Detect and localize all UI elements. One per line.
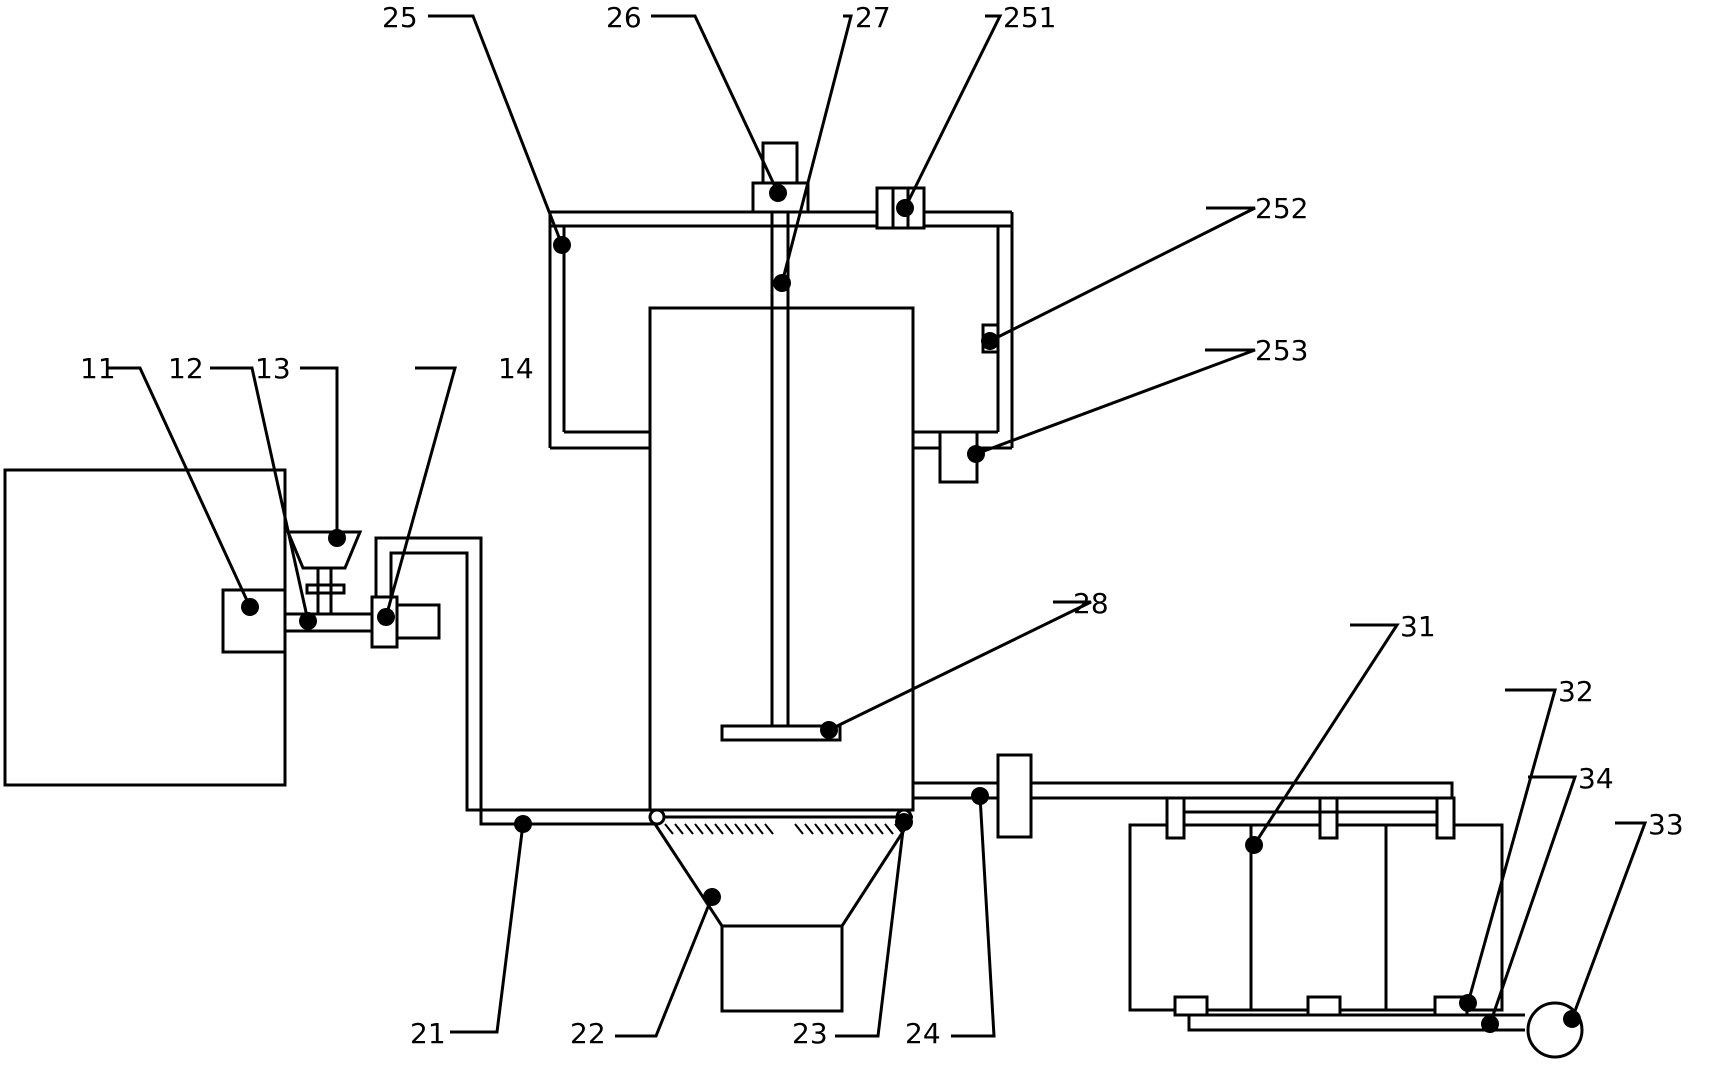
label-251: 251 — [1003, 1, 1056, 34]
port-251 — [875, 186, 926, 230]
tank-array-31 — [1128, 823, 1504, 1012]
component-12-pipe — [285, 612, 372, 633]
leader-lines — [108, 14, 1648, 1038]
label-26: 26 — [606, 1, 642, 34]
label-34: 34 — [1578, 762, 1614, 795]
component-11-box — [221, 588, 287, 654]
filter-screen-23 — [648, 808, 913, 835]
label-28: 28 — [1073, 587, 1109, 620]
label-31: 31 — [1400, 610, 1436, 643]
label-32: 32 — [1558, 675, 1594, 708]
label-13: 13 — [255, 352, 291, 385]
label-24: 24 — [905, 1017, 941, 1050]
label-253: 253 — [1255, 334, 1308, 367]
label-22: 22 — [570, 1017, 606, 1050]
label-11: 11 — [80, 352, 116, 385]
label-25: 25 — [382, 1, 418, 34]
outlet-253 — [938, 430, 979, 484]
paddle-28 — [720, 724, 842, 742]
inlet-manifold — [1165, 796, 1456, 840]
label-33: 33 — [1648, 808, 1684, 841]
motor-26 — [751, 141, 810, 214]
label-27: 27 — [855, 1, 891, 34]
label-21: 21 — [410, 1017, 446, 1050]
pipe-14-to-21 — [374, 536, 655, 826]
label-23: 23 — [792, 1017, 828, 1050]
label-14: 14 — [498, 352, 534, 385]
hopper-22 — [653, 823, 910, 1013]
component-14-valve — [370, 595, 441, 649]
label-12: 12 — [168, 352, 204, 385]
shaft-27 — [770, 212, 790, 726]
label-252: 252 — [1255, 192, 1308, 225]
